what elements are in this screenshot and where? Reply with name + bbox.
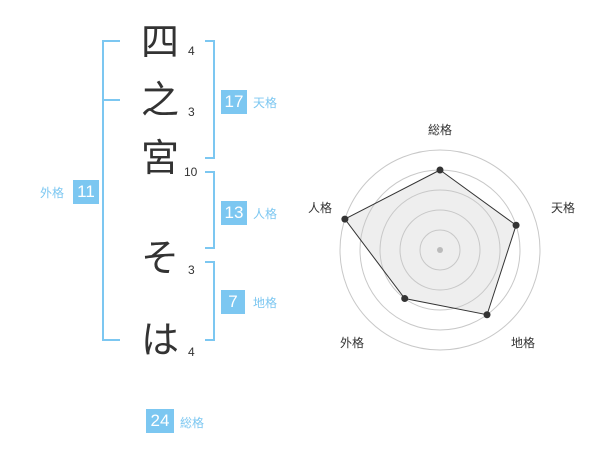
radar-label-jinkaku: 人格 <box>308 201 333 215</box>
tenkaku-bracket <box>205 40 215 159</box>
soukaku-value: 24 <box>146 409 174 433</box>
radar-center-dot <box>437 247 443 253</box>
name-char-5: は <box>140 318 179 362</box>
stroke-count-4: 3 <box>188 263 195 277</box>
radar-grid-ring-2 <box>399 209 481 291</box>
gaikaku-bracket <box>102 40 120 341</box>
radar-point-1 <box>436 166 444 174</box>
radar-chart <box>339 149 541 351</box>
radar-point-3 <box>483 311 491 319</box>
stroke-count-5: 4 <box>188 345 195 359</box>
stroke-count-3: 10 <box>184 165 198 179</box>
stroke-count-1: 4 <box>188 44 195 58</box>
jinkaku-label: 人格 <box>253 207 278 221</box>
jinkaku-bracket <box>205 171 215 249</box>
stroke-count-2: 3 <box>188 105 195 119</box>
chikaku-value: 7 <box>221 290 245 314</box>
radar-label-tenkaku: 天格 <box>551 201 576 215</box>
radar-point-4 <box>401 295 409 303</box>
name-char-4: そ <box>140 236 179 280</box>
tenkaku-value: 17 <box>221 90 247 114</box>
name-char-3: 宮 <box>140 136 179 180</box>
radar-label-soukaku: 総格 <box>428 123 453 137</box>
radar-grid-ring-1 <box>419 229 461 271</box>
radar-grid-ring-3 <box>379 189 501 311</box>
jinkaku-value: 13 <box>221 201 247 225</box>
radar-point-5 <box>341 215 349 223</box>
chikaku-label: 地格 <box>253 296 278 310</box>
radar-grid-ring-5 <box>339 149 541 351</box>
name-char-1: 四 <box>140 20 179 64</box>
radar-outline <box>344 169 517 316</box>
chikaku-bracket <box>205 261 215 341</box>
radar-point-2 <box>512 221 520 229</box>
gaikaku-label: 外格 <box>40 186 65 200</box>
radar-label-gaikaku: 外格 <box>340 336 365 350</box>
radar-fill <box>344 170 517 315</box>
tenkaku-label: 天格 <box>253 96 278 110</box>
name-char-2: 之 <box>140 78 179 122</box>
radar-label-chikaku: 地格 <box>511 336 536 350</box>
gaikaku-value: 11 <box>73 180 99 204</box>
soukaku-label: 総格 <box>180 416 205 430</box>
